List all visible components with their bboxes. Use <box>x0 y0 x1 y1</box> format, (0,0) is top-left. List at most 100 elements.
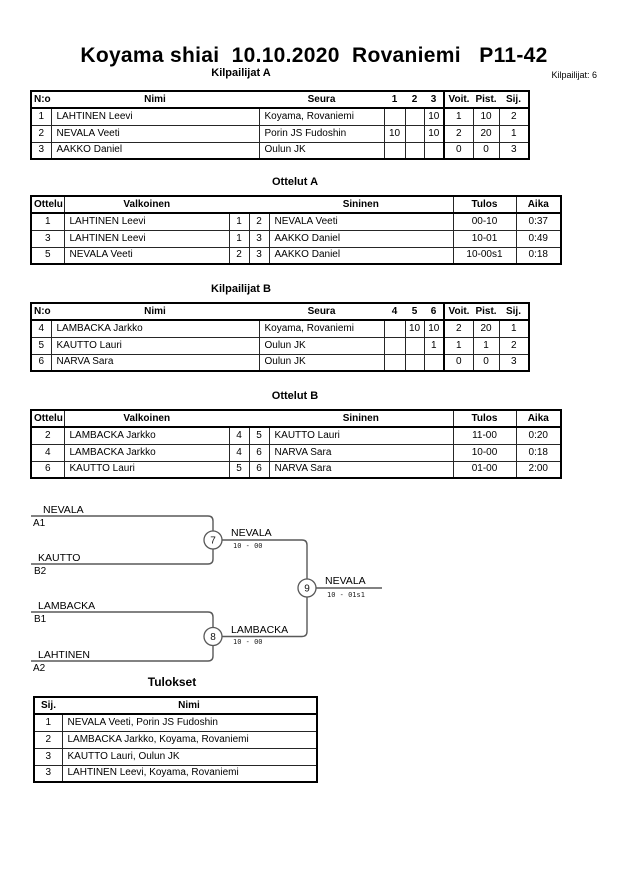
cell-2 <box>404 141 425 160</box>
cell-place: 3 <box>498 141 530 160</box>
col-2: 2 <box>405 91 424 109</box>
col-wno <box>229 196 249 214</box>
col-wno <box>229 410 249 428</box>
col-bno <box>249 196 269 214</box>
table-row: 5 KAUTTO Lauri Oulun JK 1 1 1 2 <box>30 336 530 355</box>
table-row: 4 LAMBACKA Jarkko 4 6 NARVA Sara 10-00 0… <box>30 443 562 462</box>
cell-club: Oulun JK <box>258 141 385 160</box>
cell-no: 5 <box>30 336 52 355</box>
cell-place: 2 <box>498 336 530 355</box>
table-row: 3 KAUTTO Lauri, Oulun JK <box>33 747 318 766</box>
page-title: Koyama shiai 10.10.2020 Rovaniemi P11-42 <box>80 44 548 67</box>
col-time: Aika <box>515 196 561 214</box>
cell-2 <box>404 107 425 126</box>
col-club: Seura <box>259 91 384 109</box>
cell-no: 1 <box>30 107 52 126</box>
header-row: N:o Nimi Seura 4 5 6 Voit. Pist. Sij. <box>31 303 529 321</box>
cell-place: 3 <box>33 764 63 783</box>
cell-place: 3 <box>33 747 63 766</box>
cell-result: 10-01 <box>452 229 517 248</box>
semi2-winner-line <box>213 588 308 638</box>
cell-result: 00-10 <box>452 212 517 231</box>
cell-place: 1 <box>33 713 63 732</box>
cell-bno: 5 <box>248 426 270 445</box>
col-wins: Voit. <box>443 303 473 321</box>
table-row: 1 NEVALA Veeti, Porin JS Fudoshin <box>33 713 318 732</box>
col-4: 4 <box>384 303 405 321</box>
semi2-winner-name: LAMBACKA <box>231 624 288 636</box>
results-table: Sij. Nimi 1 NEVALA Veeti, Porin JS Fudos… <box>33 696 318 783</box>
matches-b-title: Ottelut B <box>271 390 319 402</box>
cell-wno: 1 <box>228 229 250 248</box>
bracket-entry-name: LAMBACKA <box>38 600 95 612</box>
match-9-number: 9 <box>304 584 310 595</box>
cell-match: 2 <box>30 426 65 445</box>
cell-5: 10 <box>404 319 425 338</box>
table-row: 3 LAHTINEN Leevi, Koyama, Rovaniemi <box>33 764 318 783</box>
cell-no: 3 <box>30 141 52 160</box>
cell-result: 01-00 <box>452 460 517 479</box>
header-row: Sij. Nimi <box>34 697 317 715</box>
col-points: Pist. <box>473 303 499 321</box>
cell-white: NEVALA Veeti <box>63 246 230 265</box>
cell-wno: 4 <box>228 443 250 462</box>
cell-club: Koyama, Rovaniemi <box>258 319 385 338</box>
cell-points: 20 <box>472 319 500 338</box>
match-7-circle <box>203 530 223 550</box>
table-row: 4 LAMBACKA Jarkko Koyama, Rovaniemi 10 1… <box>30 319 530 338</box>
cell-white: LAHTINEN Leevi <box>63 229 230 248</box>
cell-4 <box>383 353 406 372</box>
match-7-number: 7 <box>210 536 216 547</box>
cell-bno: 3 <box>248 246 270 265</box>
cell-1 <box>383 141 406 160</box>
semi1-winner-line <box>213 539 308 588</box>
table-row: 6 NARVA Sara Oulun JK 0 0 3 <box>30 353 530 372</box>
cell-time: 0:37 <box>515 212 562 231</box>
cell-4 <box>383 336 406 355</box>
cell-name: LAHTINEN Leevi <box>50 107 260 126</box>
cell-name: KAUTTO Lauri <box>50 336 260 355</box>
cell-bno: 6 <box>248 443 270 462</box>
cell-place: 1 <box>498 319 530 338</box>
cell-name: NEVALA Veeti <box>50 124 260 143</box>
cell-place: 1 <box>498 124 530 143</box>
cell-no: 2 <box>30 124 52 143</box>
cell-club: Oulun JK <box>258 353 385 372</box>
col-blue: Sininen <box>269 196 453 214</box>
cell-white: LAHTINEN Leevi <box>63 212 230 231</box>
table-row: 3 AAKKO Daniel Oulun JK 0 0 3 <box>30 141 530 160</box>
cell-white: LAMBACKA Jarkko <box>63 426 230 445</box>
cell-time: 0:20 <box>515 426 562 445</box>
table-row: 3 LAHTINEN Leevi 1 3 AAKKO Daniel 10-01 … <box>30 229 562 248</box>
cell-name: LAMBACKA Jarkko, Koyama, Rovaniemi <box>61 730 318 749</box>
cell-result: 10-00s1 <box>452 246 517 265</box>
cell-wno: 4 <box>228 426 250 445</box>
cell-no: 6 <box>30 353 52 372</box>
cell-name: LAMBACKA Jarkko <box>50 319 260 338</box>
cell-time: 0:18 <box>515 443 562 462</box>
cell-points: 1 <box>472 336 500 355</box>
table-row: 6 KAUTTO Lauri 5 6 NARVA Sara 01-00 2:00 <box>30 460 562 479</box>
semi1-score: 10 - 00 <box>233 542 263 550</box>
cell-white: KAUTTO Lauri <box>63 460 230 479</box>
bracket-entry-seed: A2 <box>33 663 46 674</box>
col-club: Seura <box>259 303 384 321</box>
cell-4 <box>383 319 406 338</box>
cell-club: Oulun JK <box>258 336 385 355</box>
cell-place: 2 <box>498 107 530 126</box>
cell-5 <box>404 336 425 355</box>
cell-time: 0:49 <box>515 229 562 248</box>
cell-no: 4 <box>30 319 52 338</box>
cell-wins: 1 <box>443 107 474 126</box>
cell-3 <box>423 141 445 160</box>
cell-3: 10 <box>423 124 445 143</box>
cell-1 <box>383 107 406 126</box>
cell-match: 1 <box>30 212 65 231</box>
col-no: N:o <box>31 303 51 321</box>
col-place: Sij. <box>499 91 529 109</box>
results-title: Tulokset <box>147 675 197 689</box>
col-result: Tulos <box>452 196 516 214</box>
bracket-entry-name: KAUTTO <box>38 552 80 564</box>
pool-a-table: N:o Nimi Seura 1 2 3 Voit. Pist. Sij. 1 … <box>30 90 530 160</box>
bracket-entry-name: NEVALA <box>43 504 84 516</box>
